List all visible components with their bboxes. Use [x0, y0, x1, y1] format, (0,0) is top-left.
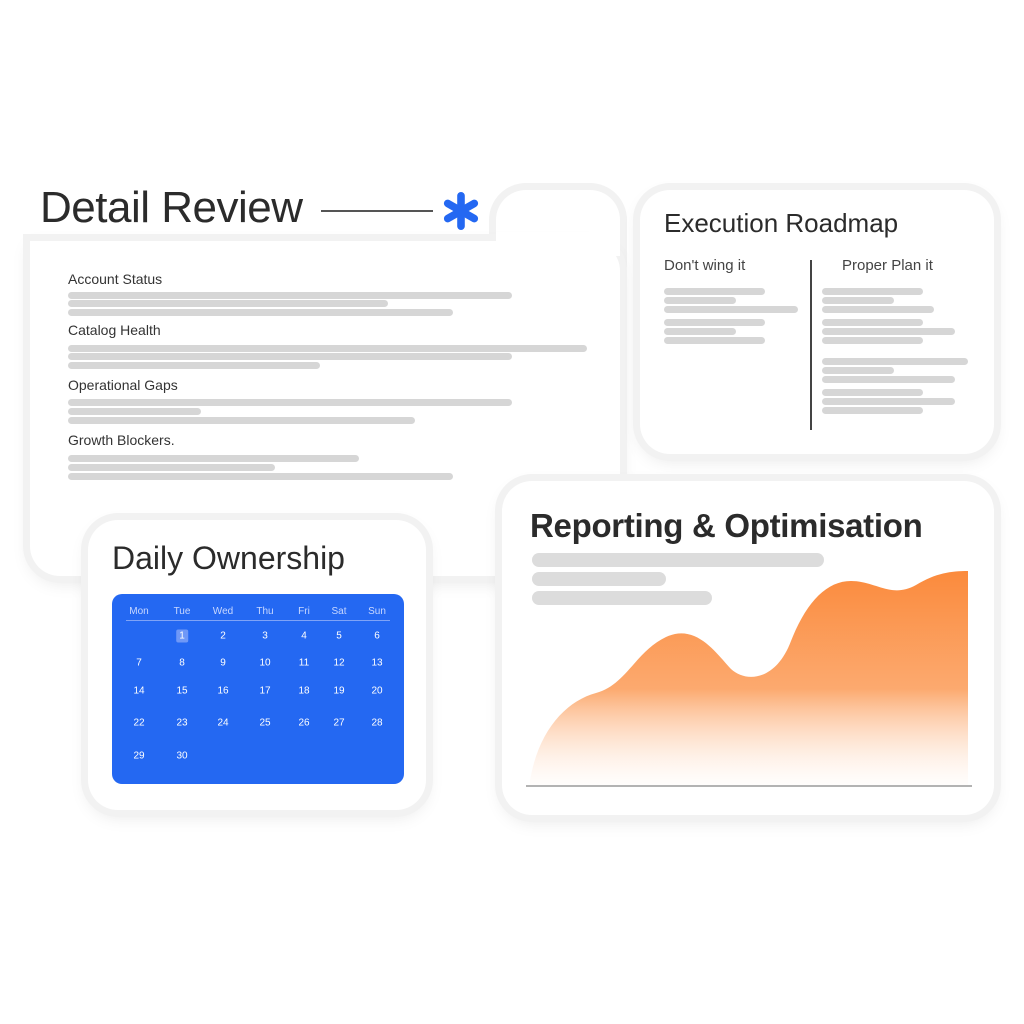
asterisk-icon	[443, 192, 479, 230]
calendar-day[interactable]: 26	[298, 717, 310, 729]
placeholder-line	[822, 306, 934, 313]
column-heading-proper-plan-it: Proper Plan it	[842, 257, 933, 274]
calendar-day[interactable]: 18	[298, 685, 310, 697]
placeholder-line	[822, 376, 955, 383]
placeholder-line	[68, 417, 415, 424]
area-chart	[526, 571, 972, 787]
placeholder-line	[822, 288, 923, 295]
calendar-day[interactable]: 8	[179, 657, 185, 669]
execution-roadmap-card: Execution Roadmap Don't wing it Proper P…	[640, 190, 994, 454]
placeholder-line	[532, 572, 666, 586]
section-label-growth-blockers: Growth Blockers.	[68, 432, 175, 448]
placeholder-line	[68, 353, 512, 360]
placeholder-line	[664, 337, 765, 344]
weekday-label: Wed	[212, 606, 234, 617]
placeholder-line	[664, 288, 765, 295]
placeholder-line	[68, 362, 320, 369]
calendar-day[interactable]: 22	[133, 717, 145, 729]
placeholder-line	[68, 399, 512, 406]
placeholder-line	[822, 297, 894, 304]
placeholder-line	[822, 389, 923, 396]
placeholder-line	[822, 358, 968, 365]
section-label-account-status: Account Status	[68, 271, 163, 287]
calendar-day[interactable]: 6	[374, 630, 380, 642]
execution-roadmap-title: Execution Roadmap	[664, 208, 899, 238]
calendar-day[interactable]: 25	[259, 717, 271, 729]
calendar-day[interactable]: 5	[336, 630, 342, 642]
placeholder-line	[68, 309, 453, 316]
placeholder-line	[68, 473, 453, 480]
detail-tab-joint	[496, 232, 620, 256]
placeholder-line	[664, 328, 736, 335]
reporting-title: Reporting & Optimisation	[530, 507, 923, 544]
detail-review-title: Detail Review	[40, 183, 303, 232]
placeholder-line	[532, 591, 712, 605]
calendar-day[interactable]: 13	[371, 657, 383, 669]
daily-ownership-title: Daily Ownership	[112, 540, 345, 576]
calendar-day[interactable]: 3	[262, 630, 268, 642]
placeholder-line	[68, 345, 587, 352]
placeholder-line	[822, 319, 923, 326]
placeholder-line	[664, 306, 798, 313]
calendar-day[interactable]: 23	[176, 717, 188, 729]
calendar-day[interactable]: 20	[371, 685, 383, 697]
placeholder-line	[822, 337, 923, 344]
calendar-day[interactable]: 28	[371, 717, 383, 729]
calendar-day[interactable]: 15	[176, 685, 188, 697]
placeholder-line	[822, 398, 955, 405]
calendar-day[interactable]: 7	[136, 657, 142, 669]
placeholder-line	[68, 455, 359, 462]
calendar-day[interactable]: 4	[301, 630, 307, 642]
title-divider-line	[321, 210, 433, 212]
placeholder-line	[532, 553, 824, 567]
placeholder-line	[68, 292, 512, 299]
calendar-day[interactable]: 11	[298, 657, 310, 669]
calendar-day[interactable]: 29	[133, 750, 145, 762]
calendar-day[interactable]: 2	[220, 630, 226, 642]
calendar-day[interactable]: 17	[259, 685, 271, 697]
weekday-label: Thu	[256, 606, 274, 617]
calendar-day[interactable]: 10	[259, 657, 271, 669]
placeholder-line	[822, 407, 923, 414]
calendar-day-selected[interactable]: 1	[176, 629, 188, 643]
column-heading-dont-wing-it: Don't wing it	[664, 257, 746, 274]
section-label-operational-gaps: Operational Gaps	[68, 377, 178, 393]
calendar-day[interactable]: 14	[133, 685, 145, 697]
weekday-label: Sat	[331, 606, 347, 617]
reporting-card: Reporting & Optimisation	[502, 481, 994, 815]
calendar-header-rule	[126, 620, 390, 621]
weekday-label: Tue	[173, 606, 191, 617]
calendar-day[interactable]: 30	[176, 750, 188, 762]
area-series	[530, 571, 968, 785]
calendar-day[interactable]: 27	[333, 717, 345, 729]
calendar-day[interactable]: 24	[217, 717, 229, 729]
placeholder-line	[68, 300, 388, 307]
placeholder-line	[664, 297, 736, 304]
placeholder-line	[822, 328, 955, 335]
weekday-label: Sun	[368, 606, 386, 617]
section-label-catalog-health: Catalog Health	[68, 322, 161, 338]
calendar-day[interactable]: 12	[333, 657, 345, 669]
column-divider	[810, 260, 812, 430]
weekday-label: Mon	[129, 606, 149, 617]
calendar-day[interactable]: 19	[333, 685, 345, 697]
placeholder-line	[664, 319, 765, 326]
calendar-day[interactable]: 16	[217, 685, 229, 697]
placeholder-line	[822, 367, 894, 374]
weekday-label: Fri	[298, 606, 310, 617]
calendar-day[interactable]: 9	[220, 657, 226, 669]
placeholder-line	[68, 408, 201, 415]
placeholder-line	[68, 464, 275, 471]
